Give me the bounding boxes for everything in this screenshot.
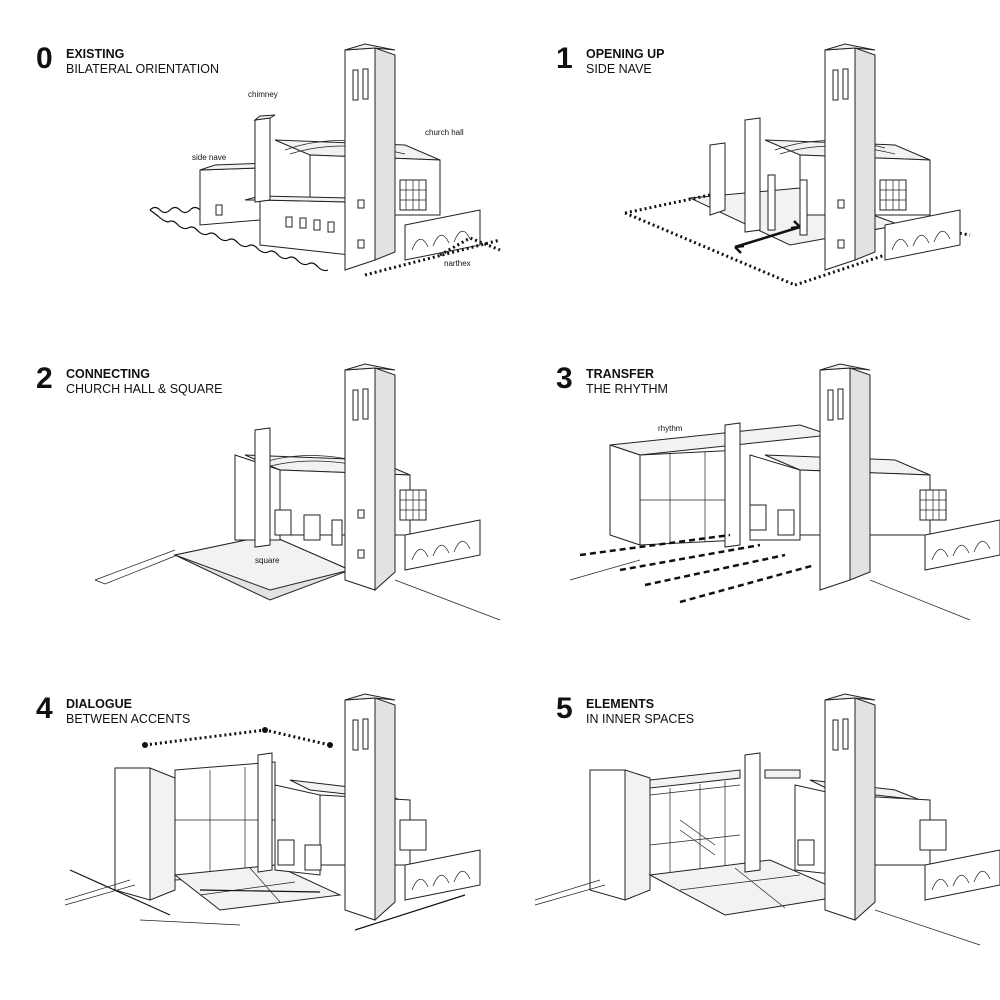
step-title: ELEMENTS — [586, 697, 655, 711]
ground-wave-line — [149, 206, 329, 272]
double-arrow-right — [354, 894, 466, 931]
double-arrow-square — [199, 889, 321, 893]
step-title: DIALOGUE — [66, 697, 132, 711]
rhythm-dashed-line — [579, 533, 731, 557]
step-subtitle: SIDE NAVE — [586, 62, 652, 76]
step-subtitle: BETWEEN ACCENTS — [66, 712, 191, 726]
building-diagram — [534, 693, 1000, 946]
accent-dotted-line — [144, 728, 331, 747]
step-number: 1 — [556, 42, 573, 75]
step-number: 2 — [36, 362, 53, 395]
label-church-hall: church hall — [425, 128, 464, 137]
double-arrow — [734, 225, 801, 249]
step-number: 5 — [556, 692, 573, 725]
step-title: TRANSFER — [586, 367, 655, 381]
building-diagram: square — [94, 363, 501, 621]
double-arrow-left — [69, 869, 171, 916]
step-title: OPENING UP — [586, 47, 665, 61]
narthex-dotted-line — [364, 236, 501, 277]
step-subtitle: THE RHYTHM — [586, 382, 668, 396]
step-number: 3 — [556, 362, 573, 395]
panel-step-5: 5 ELEMENTS IN INNER SPACES — [534, 670, 1000, 990]
building-diagram: chimney church hall side nave narthex — [149, 43, 501, 277]
step-subtitle: CHURCH HALL & SQUARE — [66, 382, 223, 396]
panel-step-3: 3 TRANSFER THE RHYTHM rhythm — [540, 340, 1000, 660]
label-square: square — [255, 556, 280, 565]
label-narthex: narthex — [444, 259, 471, 268]
step-subtitle: IN INNER SPACES — [586, 712, 695, 726]
label-chimney: chimney — [248, 90, 278, 99]
panel-step-0: 0 EXISTING BILATERAL ORIENTATION — [20, 20, 501, 340]
label-side-nave: side nave — [192, 153, 227, 162]
step-title: EXISTING — [66, 47, 125, 61]
step-number: 0 — [36, 42, 53, 75]
panel-step-2: 2 CONNECTING CHURCH HALL & SQUARE square — [20, 340, 501, 660]
panel-step-4: 4 DIALOGUE BETWEEN ACCENTS — [20, 670, 500, 990]
building-diagram — [624, 43, 971, 287]
panel-step-1: 1 OPENING UP SIDE NAVE — [540, 20, 1000, 340]
label-rhythm: rhythm — [658, 424, 683, 433]
building-diagram: rhythm — [569, 363, 1000, 621]
step-title: CONNECTING — [66, 367, 151, 381]
building-diagram — [64, 693, 481, 931]
step-subtitle: BILATERAL ORIENTATION — [66, 62, 220, 76]
step-number: 4 — [36, 692, 53, 725]
